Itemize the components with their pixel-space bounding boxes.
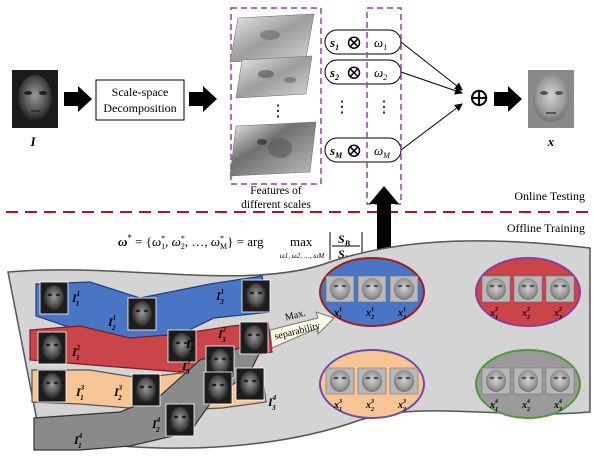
weight-symbol: ω2 [374,65,387,82]
features-caption-1: Features of [250,185,302,197]
feature-map-2 [235,55,313,99]
sum-lines [400,41,463,151]
online-testing-label: Online Testing [514,189,585,203]
training-face-image [241,279,271,313]
features-dots: ⋮ [270,103,286,120]
multiply-operator: ⊗ [346,140,363,162]
input-face-image [12,70,58,128]
svg-text:ω* = {ω*1, ω*2, …, ω*M} = arg: ω* = {ω*1, ω*2, …, ω*M} = arg [118,233,264,251]
output-arrow [494,86,522,112]
scale-weight-row: s2 ⊗ ω2 [324,59,402,85]
objective-equation: ω* = {ω*1, ω*2, …, ω*M} = arg max ω1, ω2… [118,232,363,263]
input-arrow [64,86,92,112]
output-face-image [528,70,574,128]
decomposition-arrow [189,86,217,112]
training-face-image [127,297,157,331]
weights-box [366,7,402,205]
training-faces [37,279,271,437]
scale-symbol: s2 [329,65,339,82]
training-face-image [165,403,195,437]
scale-symbol: s1 [329,35,339,52]
training-face-image [167,329,197,363]
weight-symbol: ωM [374,143,391,160]
training-face-image [203,371,233,405]
offline-training-label: Offline Training [507,221,585,235]
multiply-operator: ⊗ [346,62,363,84]
training-face-image [37,331,67,365]
features-box [230,7,322,185]
sum-operator: ⊕ [468,83,490,112]
multiply-operator: ⊗ [346,32,363,54]
decomposition-label-1: Scale-space [112,85,169,99]
training-face-image [131,373,161,407]
output-label: x [547,134,555,149]
feature-map-1 [229,13,315,63]
scale-weight-row: sM⊗ ωM [324,137,402,163]
svg-text:SB: SB [338,232,351,248]
scale-symbol: sM [329,143,343,160]
training-face-image [239,321,269,355]
weight-symbol: ω1 [374,35,387,52]
s-dots: ⋮ [334,99,350,116]
input-label: I [29,134,36,149]
training-face-image [235,367,265,401]
decomposition-box: Scale-space Decomposition [95,79,185,121]
scale-weight-row: s1 ⊗ ω1 [324,29,402,55]
svg-text:max: max [290,234,313,249]
training-to-weights-arrow [369,186,399,262]
equation-under: ω1, ω2, …, ωM [280,252,326,260]
decomposition-label-2: Decomposition [103,101,176,115]
weights-dots: ⋮ [376,99,392,116]
features-caption-2: different scales [241,199,311,211]
feature-map-3 [229,121,317,177]
max-separability-arrow: Max. separability [269,308,335,349]
training-face-image [39,281,69,315]
max-label: Max. [284,308,307,324]
training-face-image [37,369,67,403]
